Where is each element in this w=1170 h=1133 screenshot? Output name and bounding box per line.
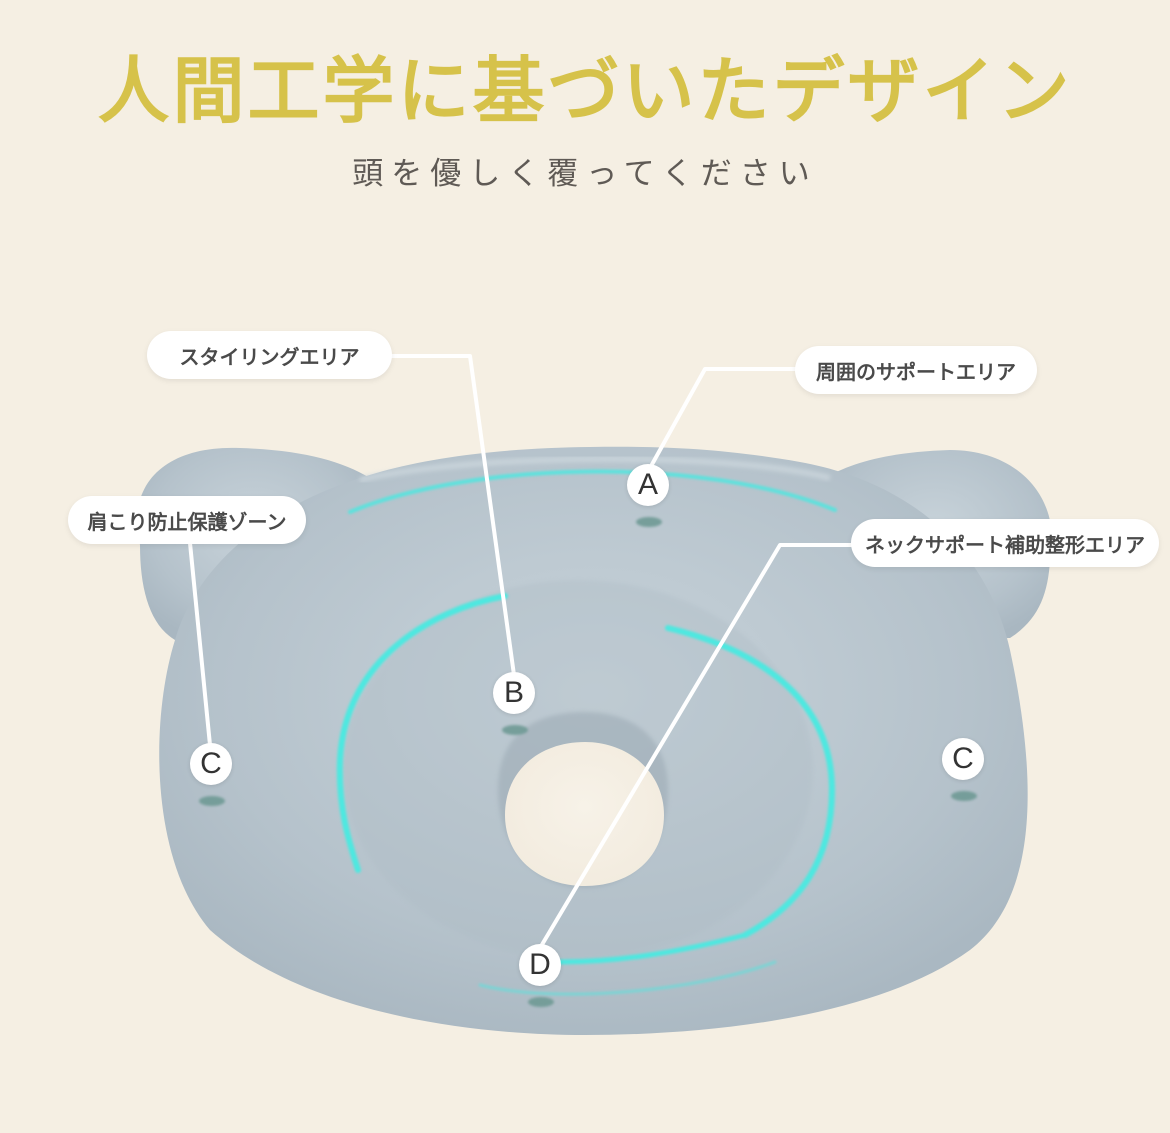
page-subtitle: 頭を優しく覆ってください <box>352 156 818 192</box>
zone-line-inner-left <box>336 593 508 873</box>
leader-line-c-left <box>188 541 212 747</box>
marker-c-left-point <box>199 796 225 806</box>
marker-c-left: C <box>190 743 232 785</box>
marker-a-point <box>636 517 662 527</box>
callout-styling-area: スタイリングエリア <box>147 331 392 379</box>
zone-line-top <box>348 469 837 514</box>
marker-b: B <box>493 672 535 714</box>
callout-surround-support-area: 周囲のサポートエリア <box>795 346 1037 394</box>
bear-pillow-shape <box>137 446 1053 1036</box>
marker-d-point <box>528 997 554 1007</box>
leader-line-a <box>648 367 802 470</box>
marker-a: A <box>627 464 669 506</box>
marker-d: D <box>519 944 561 986</box>
marker-c-right: C <box>942 738 984 780</box>
page-title: 人間工学に基づいたデザイン <box>97 49 1073 133</box>
zone-line-inner-bottom <box>557 932 748 965</box>
callout-neck-support-area: ネックサポート補助整形エリア <box>851 519 1159 567</box>
leader-line-b <box>388 354 516 677</box>
support-zone-lines <box>336 469 837 996</box>
leader-line-d <box>538 543 860 950</box>
marker-b-point <box>502 725 528 735</box>
zone-line-bottom <box>478 960 777 996</box>
callout-leader-lines <box>188 354 860 950</box>
callout-shoulder-protection-zone: 肩こり防止保護ゾーン <box>68 496 306 544</box>
marker-c-right-point <box>951 791 977 801</box>
zone-line-inner-right <box>665 625 836 938</box>
